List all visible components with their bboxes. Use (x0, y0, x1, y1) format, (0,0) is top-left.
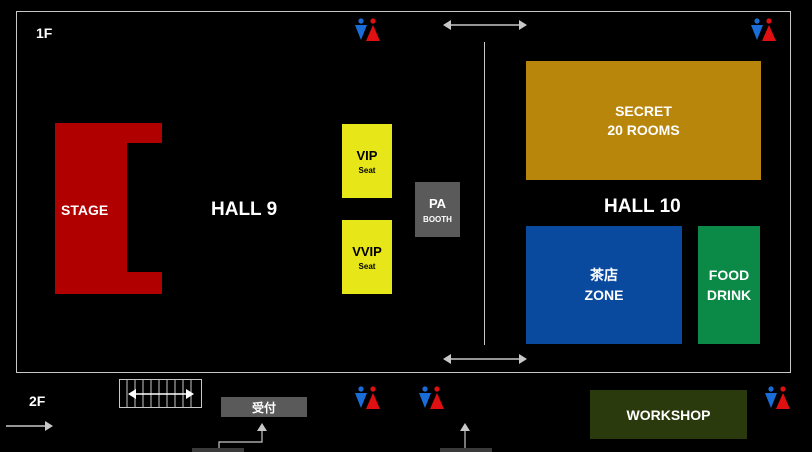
vvip-label: VVIP (352, 243, 382, 259)
tea-zone-area[interactable]: 茶店 ZONE (526, 226, 682, 344)
restroom-icon[interactable] (354, 18, 380, 44)
restroom-icon[interactable] (354, 386, 380, 412)
floor-1-outline (16, 11, 791, 373)
booth-label: BOOTH (423, 214, 452, 224)
workshop-area[interactable]: WORKSHOP (590, 390, 747, 439)
drink-label: DRINK (706, 287, 752, 303)
vip-seat-area[interactable]: VIP Seat (342, 124, 392, 198)
vvip-sub-label: Seat (358, 261, 376, 271)
floor-2-label: 2F (29, 393, 46, 409)
restroom-icon[interactable] (764, 386, 790, 412)
vip-sub-label: Seat (358, 165, 376, 175)
secret-label: SECRET (615, 102, 672, 119)
zone-label: ZONE (584, 287, 624, 303)
pa-label: PA (428, 195, 447, 211)
food-label: FOOD (708, 267, 750, 283)
pa-booth[interactable]: PA BOOTH (415, 182, 460, 237)
hall-10-label: HALL 10 (604, 196, 681, 217)
rooms-label: 20 ROOMS (607, 121, 680, 138)
tea-label: 茶店 (590, 267, 618, 283)
reception-desk[interactable]: 受付 (221, 397, 307, 417)
reception-label: 受付 (251, 400, 276, 415)
arrow-up-icon (440, 423, 492, 452)
secret-rooms-area[interactable]: SECRET 20 ROOMS (526, 61, 761, 180)
hall-divider (484, 42, 485, 345)
restroom-icon[interactable] (750, 18, 776, 44)
hall-9-label: HALL 9 (211, 199, 278, 220)
vip-label: VIP (356, 147, 378, 163)
workshop-label: WORKSHOP (626, 406, 711, 423)
double-arrow-icon (443, 20, 527, 30)
double-arrow-icon (443, 354, 527, 364)
stage-area[interactable] (55, 123, 163, 295)
arrow-up-icon (192, 423, 267, 452)
stage-label: STAGE (61, 202, 109, 218)
vvip-seat-area[interactable]: VVIP Seat (342, 220, 392, 294)
food-drink-area[interactable]: FOOD DRINK (698, 226, 760, 344)
floor-1-label: 1F (36, 25, 53, 41)
arrow-right-icon (6, 421, 53, 431)
stairs-icon[interactable] (119, 379, 202, 409)
restroom-icon[interactable] (418, 386, 444, 412)
